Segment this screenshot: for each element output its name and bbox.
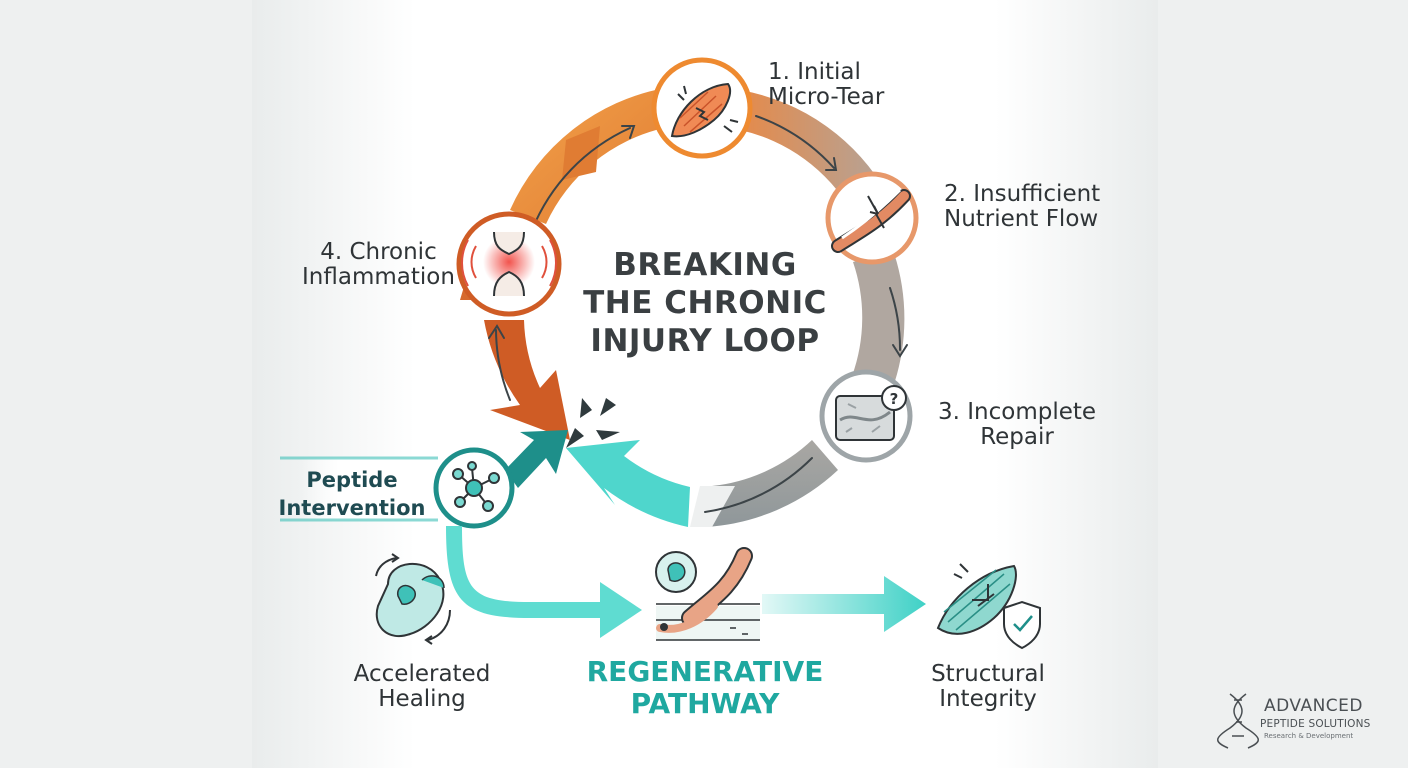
arc-gray-notch [690,486,735,527]
cell-division-icon [375,553,451,645]
step-2-line-1: 2. Insufficient [944,181,1101,207]
accelerated-healing-label: Accelerated Healing [352,662,492,712]
node-peptide-intervention [433,447,515,529]
step-3-line-1: 3. Incomplete [938,399,1097,425]
dna-logo-icon [1217,693,1259,749]
intervention-line-1: Peptide [306,468,398,492]
arc-right [852,250,905,390]
intervention-banner-lines [280,456,438,522]
intervention-banner [300,458,430,520]
narrow-vessel-icon [831,188,911,253]
regenerative-pathway-title: REGENERATIVE PATHWAY [560,656,850,720]
arc-gray-bottom [705,440,838,527]
damaged-tissue-question-icon: ? [835,385,907,441]
brand-logo: ADVANCED PEPTIDE SOLUTIONS Research & De… [1222,690,1392,750]
healing-line-1: Accelerated [353,661,491,687]
step-3-label: 3. Incomplete Repair [938,400,1096,450]
step-2-line-2: Nutrient Flow [944,206,1099,232]
pathway-title-line-2: PATHWAY [630,687,780,720]
title-line: THE CHRONIC [583,285,827,321]
step-4-line-1: 4. Chronic [320,239,437,265]
pathway-arrow-left [446,526,642,638]
arc-teal-arrow [566,440,690,527]
torn-muscle-icon [670,82,739,138]
step-1-line-1: 1. Initial [768,59,861,85]
node-initial-micro-tear [651,57,753,159]
step-4-line-2: Inflammation [302,264,455,290]
intervention-label: Peptide Intervention [272,466,432,522]
molecule-icon [452,461,500,512]
node-chronic-inflammation [456,211,562,317]
muscle-shield-icon [936,563,1041,650]
inflamed-joint-icon [461,231,557,297]
break-point [566,398,620,448]
pathway-title-line-1: REGENERATIVE [586,655,824,688]
intervention-arrow [505,430,568,488]
step-2-label: 2. Insufficient Nutrient Flow [944,182,1100,232]
healing-line-2: Healing [378,686,466,712]
structural-integrity-label: Structural Integrity [918,662,1058,712]
step-4-label: 4. Chronic Inflammation [302,240,455,290]
integrity-line-1: Structural [931,661,1045,687]
node-incomplete-repair: ? [819,369,913,463]
logo-tagline: Research & Development [1264,732,1354,740]
title-line: INJURY LOOP [590,323,820,359]
diagram-title: BREAKING THE CHRONIC INJURY LOOP [560,246,850,360]
svg-text:?: ? [890,390,899,408]
node-insufficient-nutrient-flow [825,171,919,265]
arc-orange-chevron [562,126,600,180]
logo-subtitle: PEPTIDE SOLUTIONS [1260,718,1371,730]
logo-name: ADVANCED [1264,696,1364,716]
integrity-line-2: Integrity [939,686,1037,712]
arc-rust-arrow [484,320,570,440]
inner-flow-arrows [488,115,908,513]
step-1-line-2: Micro-Tear [768,84,885,110]
title-line: BREAKING [613,247,797,283]
step-1-label: 1. Initial Micro-Tear [768,60,884,110]
pathway-arrow-right [762,576,926,632]
step-3-line-2: Repair [980,424,1054,450]
intervention-line-2: Intervention [278,496,426,520]
cell-repair-tissue-icon [655,547,760,641]
